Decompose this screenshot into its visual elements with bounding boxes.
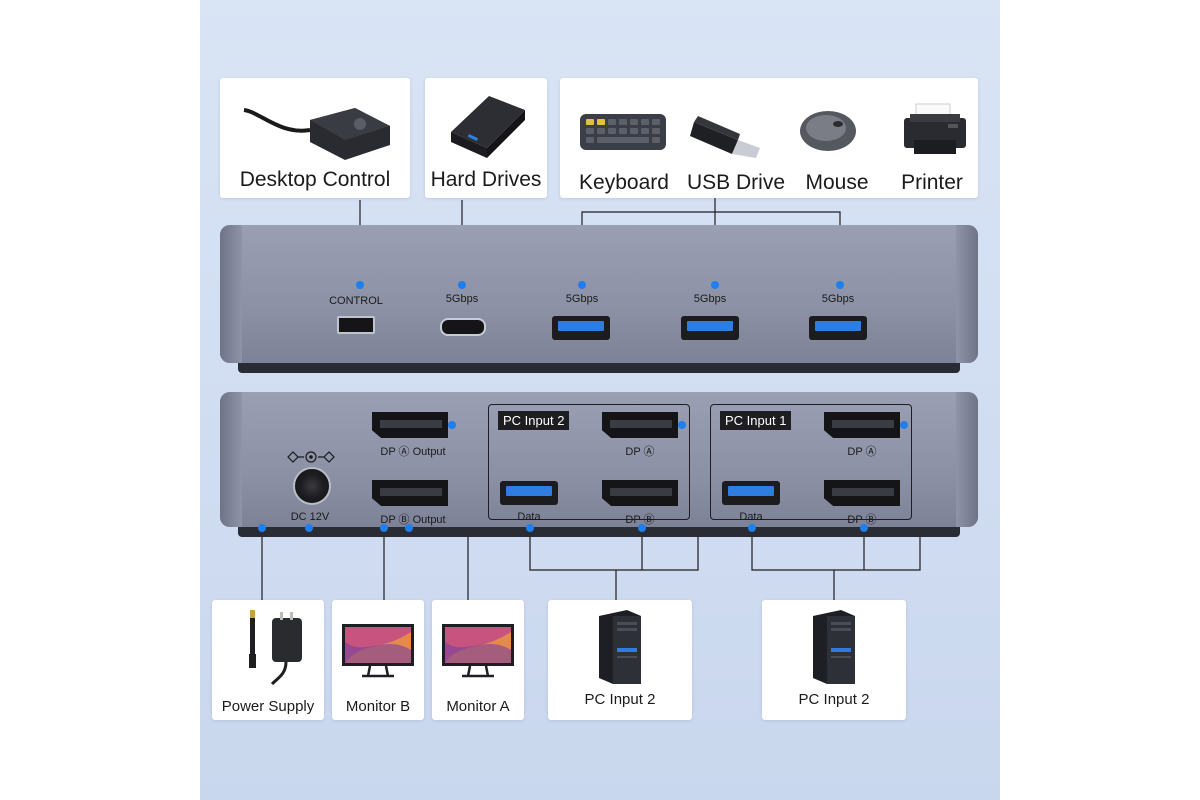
usb-a-port-1 (552, 316, 610, 340)
hard-drives-card: Hard Drives (425, 78, 547, 198)
usb-a-port-3 (809, 316, 867, 340)
power-supply-card: Power Supply (212, 600, 324, 720)
keyboard-label: Keyboard (579, 171, 669, 194)
pc1-dp-a-port (824, 412, 900, 438)
connector-dot (448, 421, 456, 429)
diagram-canvas: Desktop Control Hard Drives (200, 0, 1000, 800)
pc1-dp-a-label: DP Ⓐ (847, 446, 877, 458)
pc2-dp-a-port (602, 412, 678, 438)
pc-input-1-tag: PC Input 1 (720, 411, 792, 430)
pc2-data-usb-port (500, 481, 558, 505)
connector-dot (380, 524, 388, 532)
connector-dot (305, 524, 313, 532)
connector-dot (900, 421, 908, 429)
desktop-control-switch-icon (243, 108, 390, 160)
dp-a-output-port (372, 412, 448, 438)
pc-input-2-label-right: PC Input 2 (798, 691, 870, 708)
hard-drive-icon (451, 96, 525, 158)
device-side-left (220, 225, 242, 363)
pc2-dp-b-label: DP Ⓑ (625, 514, 655, 526)
power-adapter-icon (249, 610, 302, 686)
mouse-label: Mouse (805, 171, 869, 194)
connector-dot (258, 524, 266, 532)
monitor-b-card: Monitor B (332, 600, 424, 720)
pc-input-2-card-right: PC Input 2 (762, 600, 906, 720)
usb-a-port-3-label: 5Gbps (821, 293, 855, 305)
pc-input-2-tag: PC Input 2 (498, 411, 570, 430)
dc-polarity-icon (287, 451, 335, 463)
pc1-data-label: Data (739, 511, 763, 523)
pc1-dp-b-port (824, 480, 900, 506)
dc-power-jack (293, 467, 331, 505)
usb-c-port (440, 318, 486, 336)
connector-dot (638, 524, 646, 532)
connector-dot (860, 524, 868, 532)
usb-devices-card: Keyboard USB Drive Mouse Printer (560, 78, 978, 198)
pc2-data-label: Data (517, 511, 541, 523)
monitor-a-card: Monitor A (432, 600, 524, 720)
dc-label: DC 12V (290, 511, 330, 523)
monitor-a-label: Monitor A (446, 698, 510, 715)
control-port-label: CONTROL (329, 295, 383, 307)
monitor-icon (442, 624, 514, 678)
control-mini-usb-port (337, 316, 375, 334)
connector-dot (578, 281, 586, 289)
dp-a-output-label: DP Ⓐ Output (380, 446, 446, 458)
usb-a-port-2 (681, 316, 739, 340)
usb-a-port-2-label: 5Gbps (693, 293, 727, 305)
usb-drive-icon (690, 116, 760, 158)
mouse-icon (800, 111, 856, 151)
pc2-dp-b-port (602, 480, 678, 506)
keyboard-icon (580, 114, 666, 150)
power-supply-label: Power Supply (221, 698, 315, 715)
connector-dot (678, 421, 686, 429)
connector-dot (526, 524, 534, 532)
connector-dot (748, 524, 756, 532)
device-side-right (956, 392, 978, 527)
pc-input-1-group (710, 404, 912, 520)
device-base (238, 363, 960, 373)
monitor-icon (342, 624, 414, 678)
pc-tower-icon (599, 610, 641, 684)
pc2-dp-a-label: DP Ⓐ (625, 446, 655, 458)
connector-dot (405, 524, 413, 532)
pc1-data-usb-port (722, 481, 780, 505)
connector-dot (836, 281, 844, 289)
desktop-control-label: Desktop Control (239, 168, 391, 191)
pc-input-2-card-left: PC Input 2 (548, 600, 692, 720)
monitor-b-label: Monitor B (345, 698, 411, 715)
desktop-control-card: Desktop Control (220, 78, 410, 198)
usb-drive-label: USB Drive (686, 171, 786, 194)
connector-dot (356, 281, 364, 289)
device-side-right (956, 225, 978, 363)
usb-c-port-label: 5Gbps (445, 293, 479, 305)
printer-icon (904, 103, 966, 154)
pc-input-2-label-left: PC Input 2 (584, 691, 656, 708)
kvm-front-panel (220, 225, 978, 373)
pc-tower-icon (813, 610, 855, 684)
device-base (238, 527, 960, 537)
device-side-left (220, 392, 242, 527)
printer-label: Printer (901, 171, 963, 194)
dp-b-output-label: DP Ⓑ Output (380, 514, 446, 526)
hard-drives-label: Hard Drives (430, 168, 542, 191)
connector-dot (711, 281, 719, 289)
dp-b-output-port (372, 480, 448, 506)
connector-dot (458, 281, 466, 289)
pc-input-2-group (488, 404, 690, 520)
usb-a-port-1-label: 5Gbps (565, 293, 599, 305)
pc1-dp-b-label: DP Ⓑ (847, 514, 877, 526)
